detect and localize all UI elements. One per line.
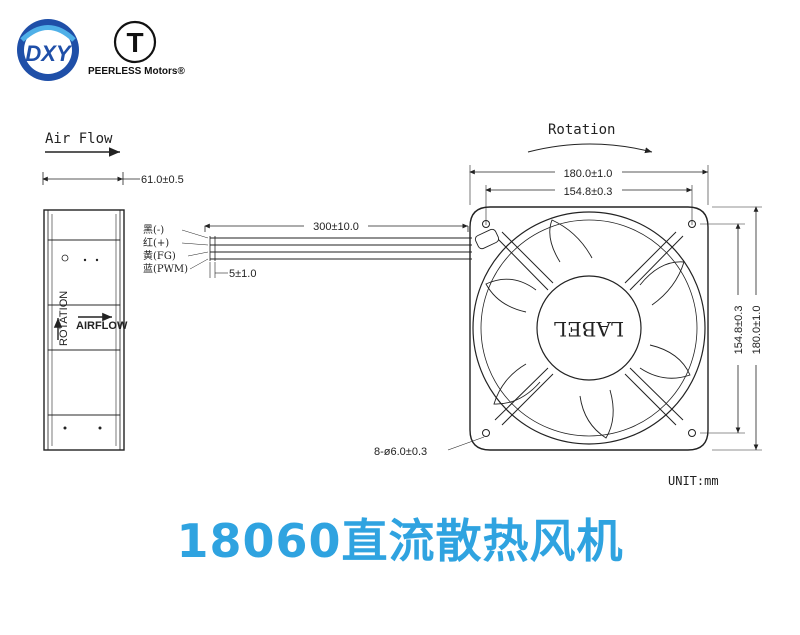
wire-label-black: 黑(-) xyxy=(143,224,164,236)
width-dim: 180.0±1.0 xyxy=(564,168,613,180)
wire-strip-dim: 5±1.0 xyxy=(229,268,256,280)
logo-text: DXY xyxy=(25,41,73,66)
wire-label-blue: 蓝(PWM) xyxy=(143,263,188,275)
hub-label: LABEL xyxy=(554,317,624,341)
rotation-label: Rotation xyxy=(548,122,615,138)
peerless-logo: T xyxy=(113,20,157,64)
hole-dim: 8-ø6.0±0.3 xyxy=(374,446,427,458)
hole-pitch-v-dim: 154.8±0.3 xyxy=(733,306,745,355)
wire-label-red: 红(+) xyxy=(143,236,169,249)
height-dim: 180.0±1.0 xyxy=(751,306,763,355)
wire-harness: 300±10.0 黑(-) 红(+) 黄(FG) 蓝(PWM) 5±1.0 xyxy=(143,221,472,280)
hole-pitch-dim: 154.8±0.3 xyxy=(564,186,613,198)
brand-name: PEERLESS Motors® xyxy=(88,66,185,77)
unit-label: UNIT:mm xyxy=(668,474,719,488)
side-view: Air Flow 61.0±0.5 ROTATION AIRFLOW xyxy=(42,131,184,451)
wire-length-dim: 300±10.0 xyxy=(313,221,359,233)
sticker-airflow: AIRFLOW xyxy=(76,320,128,332)
depth-dim: 61.0±0.5 xyxy=(141,174,184,186)
wire-label-yellow: 黄(FG) xyxy=(143,249,176,262)
air-flow-label: Air Flow xyxy=(45,131,113,147)
front-view: Rotation 180.0±1.0 154.8±0.3 xyxy=(374,122,763,458)
dxy-logo: DXY xyxy=(17,19,79,81)
brand-mark: T xyxy=(126,27,143,58)
sticker-rotation: ROTATION xyxy=(58,291,70,346)
product-title: 18060直流散热风机 xyxy=(176,514,624,568)
